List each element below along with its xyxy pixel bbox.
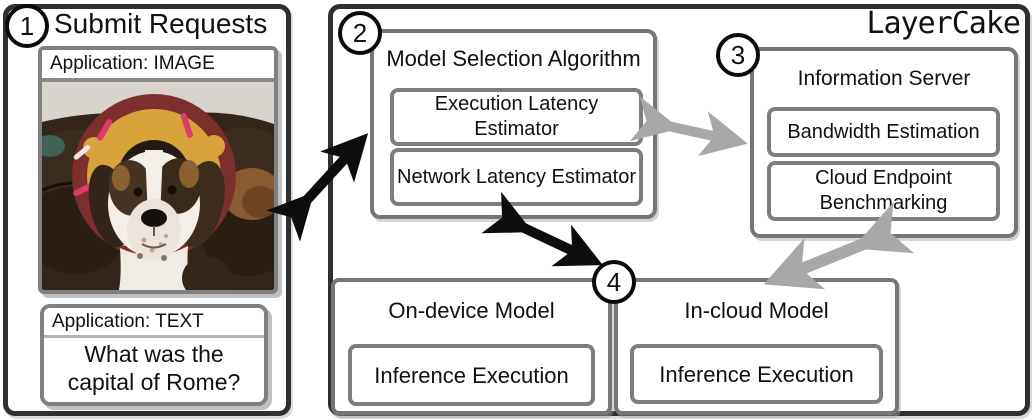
on-device-inference-execution-box: Inference Execution	[348, 344, 595, 406]
execution-latency-estimator-box: Execution Latency Estimator	[390, 88, 643, 146]
model-selection-panel: Model Selection Algorithm Execution Late…	[370, 29, 657, 219]
in-cloud-inference-execution-box: Inference Execution	[630, 344, 883, 404]
network-latency-estimator-box: Network Latency Estimator	[390, 148, 643, 206]
step-2-badge: 2	[338, 11, 382, 55]
image-request-header: Application: IMAGE	[42, 50, 274, 82]
text-request-body: What was the capital of Rome?	[67, 341, 241, 395]
step-3-badge: 3	[716, 33, 760, 77]
on-device-model-title: On-device Model	[388, 298, 555, 323]
in-cloud-model-panel: In-cloud Model Inference Execution	[614, 278, 899, 415]
submit-requests-title: Submit Requests	[54, 8, 268, 39]
model-selection-title: Model Selection Algorithm	[386, 46, 641, 71]
information-server-panel: Information Server Bandwidth Estimation …	[750, 47, 1018, 238]
dog-photo	[42, 82, 274, 290]
layercake-system-title: LayerCake	[866, 6, 1021, 41]
cloud-endpoint-benchmarking-box: Cloud Endpoint Benchmarking	[767, 161, 1000, 221]
text-request-card: Application: TEXT What was the capital o…	[40, 304, 268, 406]
step-4-badge: 4	[592, 260, 636, 304]
information-server-title: Information Server	[797, 67, 971, 90]
on-device-model-panel: On-device Model Inference Execution	[331, 278, 612, 415]
step-1-badge: 1	[5, 4, 49, 48]
bandwidth-estimation-box: Bandwidth Estimation	[767, 107, 1000, 157]
text-request-header: Application: TEXT	[44, 308, 264, 338]
in-cloud-model-title: In-cloud Model	[684, 298, 829, 323]
image-request-card: Application: IMAGE	[38, 46, 278, 294]
